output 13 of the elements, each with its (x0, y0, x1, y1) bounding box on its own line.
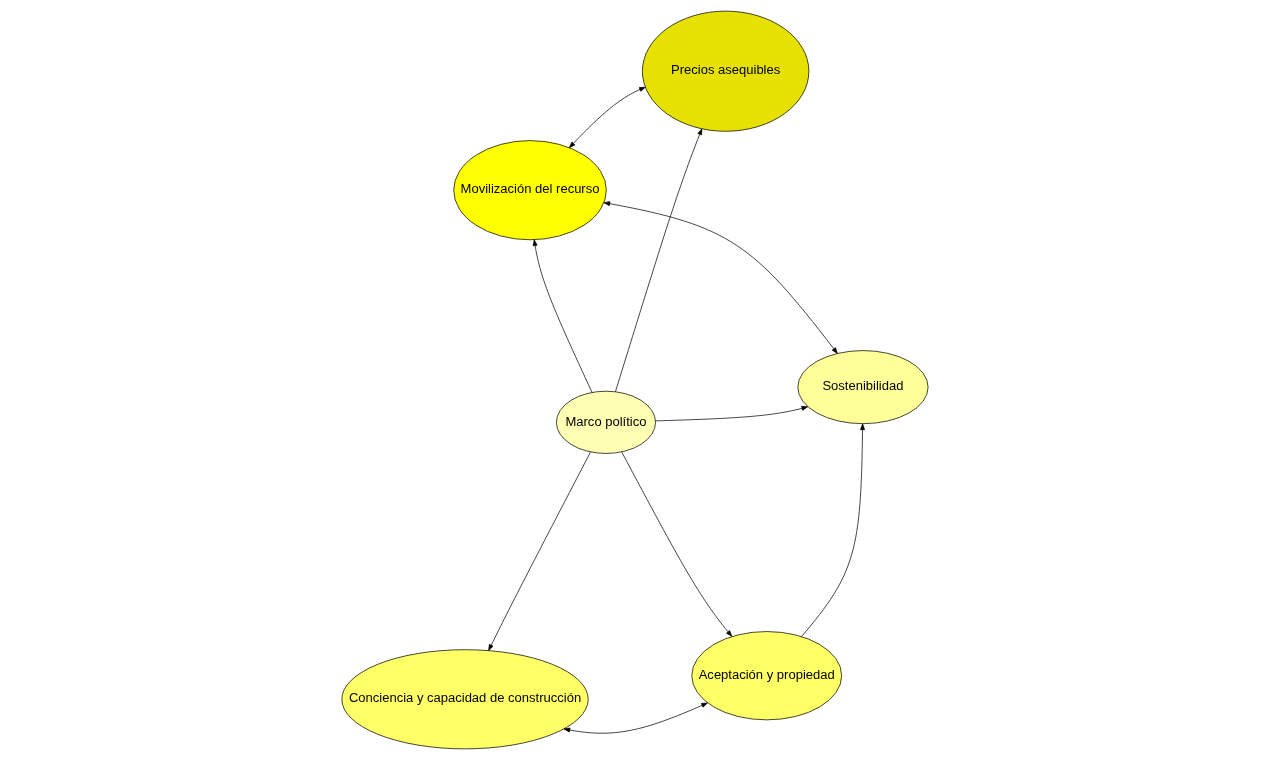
arrow (603, 201, 838, 354)
arrow (532, 239, 593, 393)
arrow (801, 423, 865, 637)
arrow (569, 86, 646, 148)
node-ellipse: Marco político (556, 390, 656, 454)
node-ellipse: Precios asequibles (642, 10, 810, 132)
node-ellipse: Conciencia y capacidad de construcción (341, 649, 589, 750)
arrow (655, 406, 809, 422)
node-ellipse: Sostenibilidad (797, 350, 929, 425)
arrow (563, 702, 708, 734)
arrow (488, 451, 591, 651)
arrow (621, 451, 733, 637)
arrow (615, 128, 703, 393)
